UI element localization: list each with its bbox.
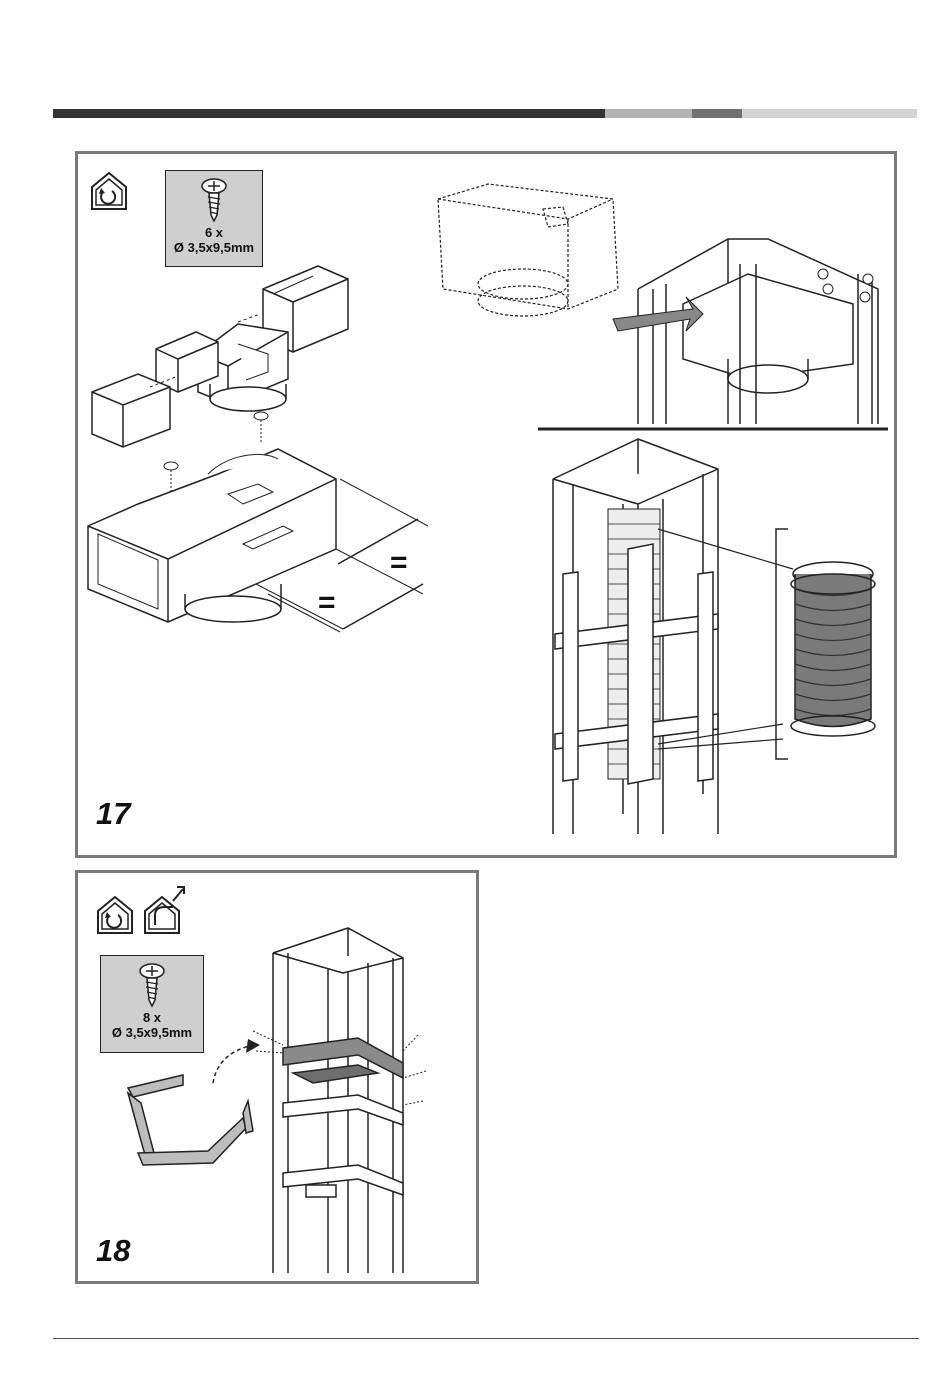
equal-mark-upper: = (390, 546, 408, 580)
frame-with-hose-illustration (543, 434, 883, 854)
equal-mark-lower: = (318, 586, 336, 620)
header-bar-pale (742, 109, 917, 118)
footer-rule (53, 1338, 919, 1339)
step-17-panel: 6 x Ø 3,5x9,5mm (75, 151, 897, 858)
step-number-17: 17 (96, 796, 130, 832)
header-bar-mid (692, 109, 742, 118)
header-bar-dark (53, 109, 605, 118)
step-number-18: 18 (96, 1233, 130, 1269)
header-bar-light (605, 109, 692, 118)
bracket-illustration (78, 873, 478, 1283)
step-18-panel: 8 x Ø 3,5x9,5mm 18 (75, 870, 479, 1284)
hood-frame-top-illustration (428, 179, 888, 439)
